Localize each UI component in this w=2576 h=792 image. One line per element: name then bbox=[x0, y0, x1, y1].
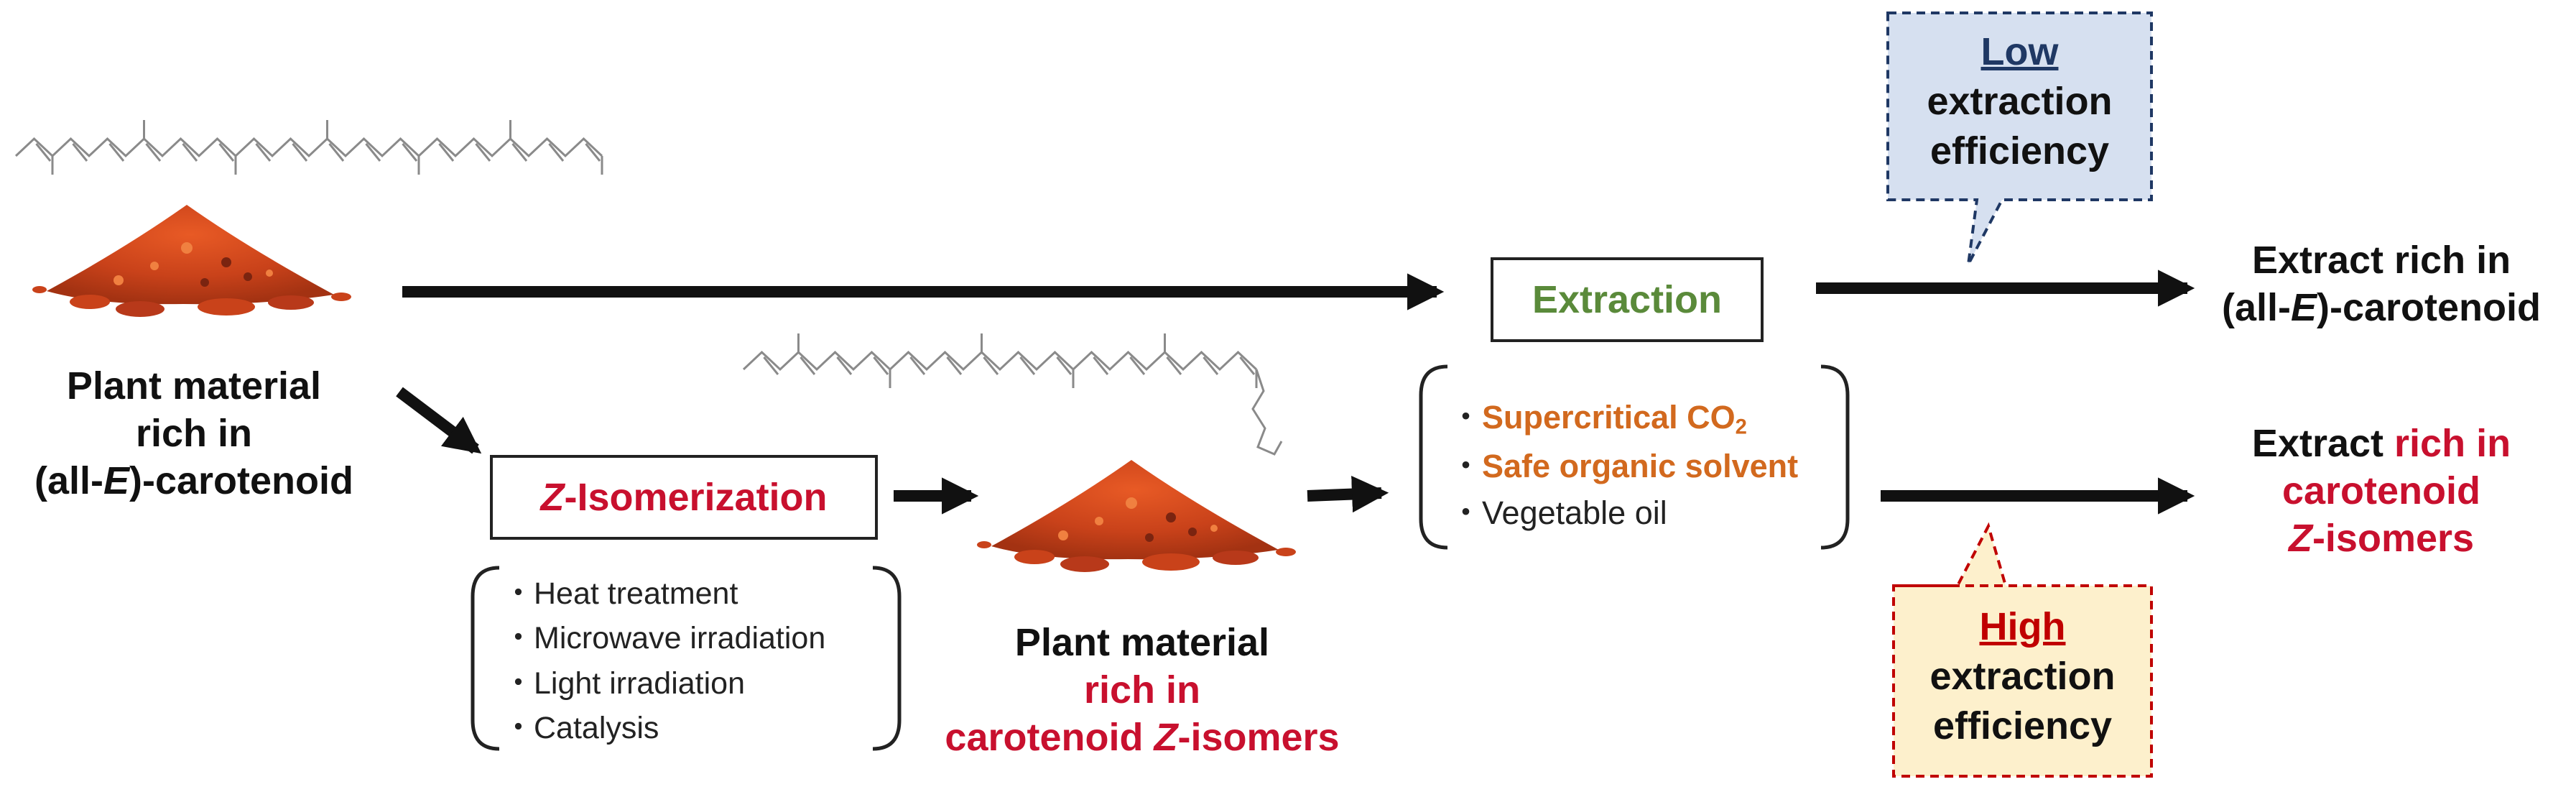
plant-start-line2: rich in bbox=[135, 411, 253, 455]
list-item: ・Catalysis bbox=[503, 711, 659, 746]
low-callout-line3: efficiency bbox=[1929, 129, 2110, 173]
low-callout-shape bbox=[1886, 11, 2153, 265]
list-item: ・Supercritical CO2 bbox=[1450, 399, 1747, 439]
arrow-plant-to-isomerization bbox=[396, 387, 482, 454]
powder-pile-icon bbox=[32, 205, 351, 317]
high-callout-line2: extraction bbox=[1929, 655, 2116, 699]
extraction-methods-list: ・Supercritical CO2 ・Safe organic solvent… bbox=[1450, 394, 1798, 536]
list-item: ・Vegetable oil bbox=[1450, 494, 1667, 531]
extract-e-line1: Extract rich in bbox=[2251, 239, 2511, 282]
low-callout-emph: Low bbox=[1980, 30, 2059, 73]
plant-start-line1: Plant material bbox=[66, 364, 322, 407]
extract-e-line2: (all-E)-carotenoid bbox=[2221, 285, 2542, 329]
isomerization-methods-left-bracket bbox=[471, 566, 500, 751]
extract-z-label: Extract rich in carotenoid Z-isomers bbox=[2198, 420, 2565, 563]
z-isomerization-label: -Isomerization bbox=[564, 476, 828, 519]
plant-mid-line3: carotenoid Z-isomers bbox=[945, 715, 1340, 759]
carotenoid-molecule-icon bbox=[742, 333, 1283, 456]
plant-start-line3: (all-E)-carotenoid bbox=[34, 459, 354, 502]
extract-z-line1: Extract rich in bbox=[2251, 422, 2511, 465]
extract-e-label: Extract rich in (all-E)-carotenoid bbox=[2191, 237, 2572, 332]
extraction-box: Extraction bbox=[1491, 257, 1764, 342]
extract-z-line2: carotenoid bbox=[2281, 469, 2481, 512]
z-isomerization-italic: Z bbox=[540, 476, 565, 519]
z-isomerization-box: Z-Isomerization bbox=[490, 455, 878, 540]
list-item: ・Heat treatment bbox=[503, 576, 738, 611]
list-item: ・Light irradiation bbox=[503, 666, 746, 701]
arrow-plant-to-extraction-methods bbox=[1307, 476, 1389, 513]
carotenoid-molecule-icon bbox=[14, 120, 603, 175]
powder-pile-icon bbox=[977, 460, 1296, 572]
low-callout-line2: extraction bbox=[1927, 80, 2113, 124]
isomerization-methods-right-bracket bbox=[872, 566, 902, 751]
list-item: ・Microwave irradiation bbox=[503, 621, 826, 656]
list-item: ・Safe organic solvent bbox=[1450, 447, 1799, 484]
extraction-methods-left-bracket bbox=[1419, 364, 1448, 550]
extraction-label: Extraction bbox=[1532, 278, 1723, 321]
high-callout-emph: High bbox=[1979, 605, 2066, 648]
extract-z-line3: Z-isomers bbox=[2288, 516, 2475, 560]
high-callout-shape bbox=[1892, 522, 2153, 778]
isomerization-methods-list: ・Heat treatment ・Microwave irradiation ・… bbox=[503, 571, 825, 750]
extraction-methods-right-bracket bbox=[1820, 364, 1850, 550]
plant-mid-line1: Plant material bbox=[1014, 621, 1270, 664]
plant-material-z-label: Plant material rich in carotenoid Z-isom… bbox=[912, 620, 1372, 762]
low-callout-text: Low extraction efficiency bbox=[1888, 27, 2151, 176]
high-callout-text: High extraction efficiency bbox=[1894, 602, 2151, 751]
plant-material-start-label: Plant material rich in (all-E)-carotenoi… bbox=[14, 363, 374, 505]
plant-mid-line2: rich in bbox=[1083, 668, 1201, 712]
high-callout-line3: efficiency bbox=[1932, 704, 2113, 748]
